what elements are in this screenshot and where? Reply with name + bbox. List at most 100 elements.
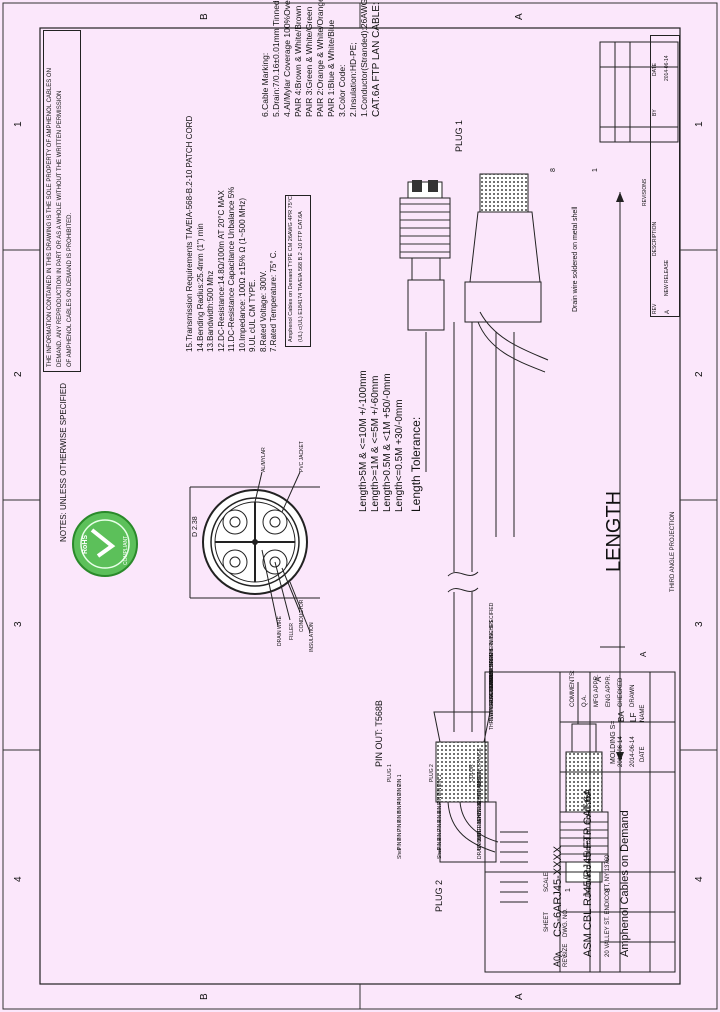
spec-line: 6.Cable Marking: (260, 52, 270, 117)
spec-line: 9.UL cUL CM TYPE. (248, 279, 257, 352)
spec-line: 1.Conductor(Stranded):26AWG(7X0.16mm); (359, 0, 369, 117)
tb-title: ASM CBL RJ45/RJ45 FTP CAT.6A (582, 788, 594, 957)
marking-line: Amphenol Cables on Demand TYPE CM 26AWG … (288, 196, 294, 342)
spec-line: PAIR 2:Orange & White/Orange (315, 0, 325, 117)
spec-line: 3.Color Code: (337, 64, 347, 117)
revision-header: DATE (652, 63, 658, 76)
tb-rev: A0 (552, 955, 562, 967)
spec-line: PAIR 1:Blue & White/Blue (326, 19, 336, 117)
zone-1-top: 1 (13, 121, 24, 127)
section-dimension: D 2.38 (192, 516, 199, 537)
zone-a-right: A (514, 13, 525, 20)
length-tolerance-title: Length Tolerance: (409, 416, 423, 512)
revision-header: DESCRIPTION (652, 221, 658, 256)
spec-line: 10.Impedance: 100Ω ±15% Ω (1~500 MHz) (237, 198, 247, 352)
tb-scale: SCALE (544, 872, 550, 892)
proprietary-notice: THE INFORMATION CONTAINED IN THIS DRAWIN… (43, 30, 81, 372)
spec-line: 7.Rated Temperature: 75° C. (269, 250, 278, 352)
tb-mfg-appr: MFG APPR. (594, 674, 600, 707)
notice-line: THE INFORMATION CONTAINED IN THIS DRAWIN… (47, 68, 53, 367)
plug2-drawing (433, 682, 609, 883)
tb-drawn-date: 2014-06-14 (630, 736, 636, 767)
tb-comments: COMMENTS: (570, 670, 576, 707)
tb-rev-label: REV (563, 954, 569, 967)
spec-title: CAT.6A FTP LAN CABLE: (371, 2, 382, 117)
tolerance-line: Length>5M & <=10M +/-100mm (358, 370, 369, 512)
zone-b-right: B (199, 13, 210, 20)
pinout-header: PLUG 1 (387, 764, 393, 782)
spec-line: 12.DC-Resistance:14.8Ω/100m AT 20°C MAX (216, 190, 226, 352)
tb-company: Amphenol Cables on Demand (619, 810, 631, 957)
spec-line: PAIR 4:Brown & White/Brown (293, 5, 303, 117)
pin8-left: 8 (550, 168, 557, 172)
tb-drawn-label: DRAWN (630, 684, 636, 707)
tb-address: 20 VALLEY ST. ENDICOTT, NY 13760 (605, 854, 611, 957)
rohs-seal (72, 511, 138, 577)
pinout-cell: Shell (397, 847, 403, 859)
molding-label: MOLDING S= (610, 720, 617, 764)
notice-line: OF AMPHENOL CABLES ON DEMAND IS PROHIBIT… (67, 212, 73, 367)
zone-4-bottom: 4 (694, 876, 705, 882)
tolerance-line: Length>0.5M & <1M +50/-0mm (382, 373, 393, 512)
revision-cell: 2014-06-14 (664, 55, 670, 81)
cable-marking-box: Amphenol Cables on Demand TYPE CM 26AWG … (285, 195, 311, 347)
pin1-left: 1 (592, 168, 599, 172)
pinout-header: COLOR (469, 764, 475, 782)
zone-3-top: 3 (13, 621, 24, 627)
section-a2-label: A (639, 651, 648, 657)
length-dimension (600, 192, 625, 762)
spec-line: 13.Bandwidth:500 Mhz (206, 270, 215, 352)
tb-sheet: SHEET (544, 911, 550, 932)
section-label: FILLER (289, 623, 295, 640)
zone-3-bottom: 3 (694, 621, 705, 627)
tb-drawn-name: LF (629, 712, 638, 722)
zone-a-left: A (514, 993, 525, 1000)
plug2-label: PLUG 2 (434, 879, 444, 912)
tb-qa: Q.A. (582, 694, 588, 707)
section-label: DRAIN WIRE (277, 616, 283, 646)
zone-b-left: B (199, 993, 210, 1000)
revision-header: REV (652, 303, 658, 314)
section-label: INSULATION (309, 622, 315, 652)
spec-line: 5.Drain:7/0.16±0.01mm Tinned Copper; (271, 0, 281, 117)
pinout-lines (500, 831, 528, 903)
marking-line: (UL) c(UL) E184174 TIA/EIA 568 B.2 -10 F… (298, 211, 304, 342)
revision-title: REVISIONS (642, 178, 648, 206)
cable-drawing (447, 322, 479, 732)
plug1-drawing (399, 173, 549, 537)
pinout-cell: DRAIN WIRE (477, 829, 483, 859)
revision-header: BY (652, 109, 658, 116)
title-block-lines (484, 41, 679, 973)
tb-date-header: DATE (640, 746, 646, 762)
tb-third-angle: THIRD ANGLE PROJECTION (670, 511, 676, 592)
section-label: AL/MYLAR (261, 447, 267, 472)
pinout-cell: Shell (437, 847, 443, 859)
section-label: PVC JACKET (299, 441, 305, 472)
zone-4-top: 4 (13, 876, 24, 882)
pinout-header: PLUG 2 (429, 764, 435, 782)
pin1-right: 1 (565, 888, 572, 892)
tb-checked-name: BA (617, 711, 626, 722)
spec-line: 8.Rated Voltage: 300V. (258, 270, 268, 352)
spec-line: 15.Transmission Requirements TIA/EIA-568… (185, 115, 194, 352)
length-label: LENGTH (603, 490, 625, 572)
rohs-bottom-text: COMPLIANT (123, 535, 129, 565)
spec-line: 4.Al/Mylar Coverage 100%Overlap 25%min; (282, 0, 292, 117)
revision-cell: A (665, 309, 671, 314)
tolerance-note: THREE PLACE DECIMAL ± (489, 667, 495, 730)
tolerance-line: Length<=0.5M +30/-0mm (394, 399, 405, 512)
tb-checked-date: 2014-06-14 (618, 736, 624, 767)
tb-eng-appr: ENG APPR. (606, 674, 612, 707)
notes-footer: NOTES: UNLESS OTHERWISE SPECIFIED (59, 383, 68, 542)
revision-cell: NEW RELEASE (664, 259, 670, 296)
pinout-title: PIN OUT: T568B (374, 700, 384, 767)
zone-1-bottom: 1 (694, 121, 705, 127)
notice-line: DEMAND. ANY REPRODUCTION IN PART OR AS A… (57, 90, 63, 367)
spec-line: 2.Insulation:HD-PE; (348, 42, 358, 117)
zone-2-bottom: 2 (694, 371, 705, 377)
section-label: CONDUCTOR (299, 599, 305, 632)
cable-cross-section (189, 471, 320, 633)
tolerance-line: Length>=1M & <=5M +/-60mm (370, 375, 381, 512)
zone-2-top: 2 (13, 371, 24, 377)
